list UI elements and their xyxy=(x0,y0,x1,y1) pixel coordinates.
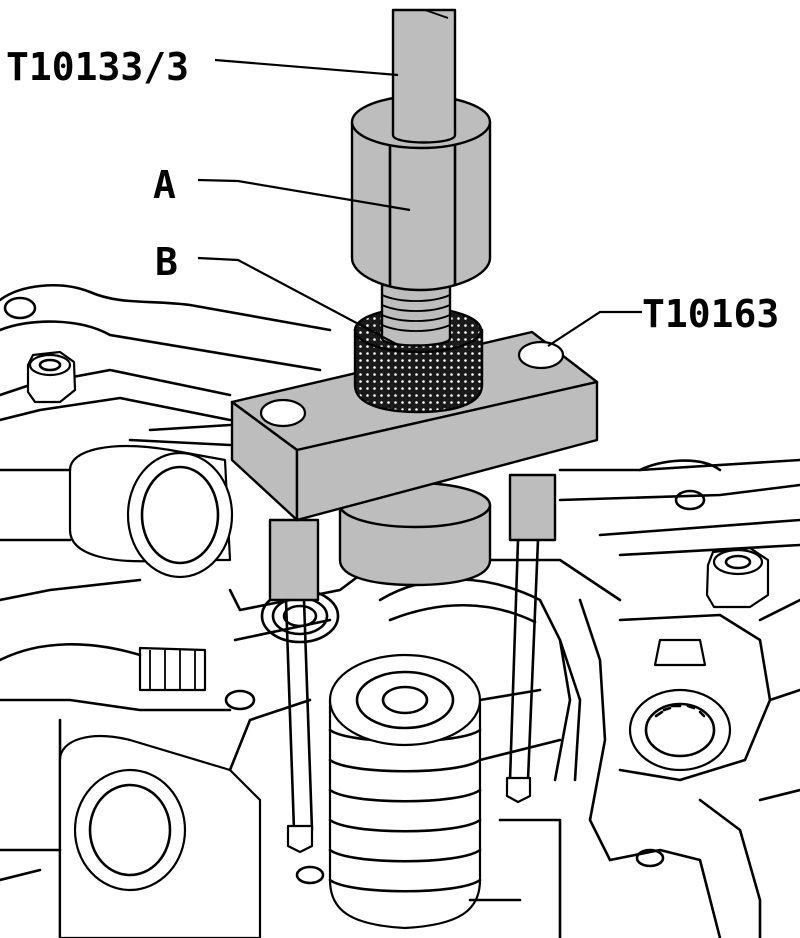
cylinder-head xyxy=(0,284,800,938)
label-part-b: B xyxy=(155,240,178,284)
leader-part-b xyxy=(197,256,399,346)
valve-spring xyxy=(328,653,482,930)
label-part-a: A xyxy=(153,163,176,207)
label-tool-puller: T10163 xyxy=(642,292,779,336)
label-tool-main: T10133/3 xyxy=(6,45,189,89)
leader-part-a xyxy=(197,178,411,212)
leader-tool-main xyxy=(214,58,399,77)
leader-tool-puller xyxy=(547,310,642,347)
puller-tool xyxy=(230,8,599,854)
callout-leaders xyxy=(197,58,642,347)
